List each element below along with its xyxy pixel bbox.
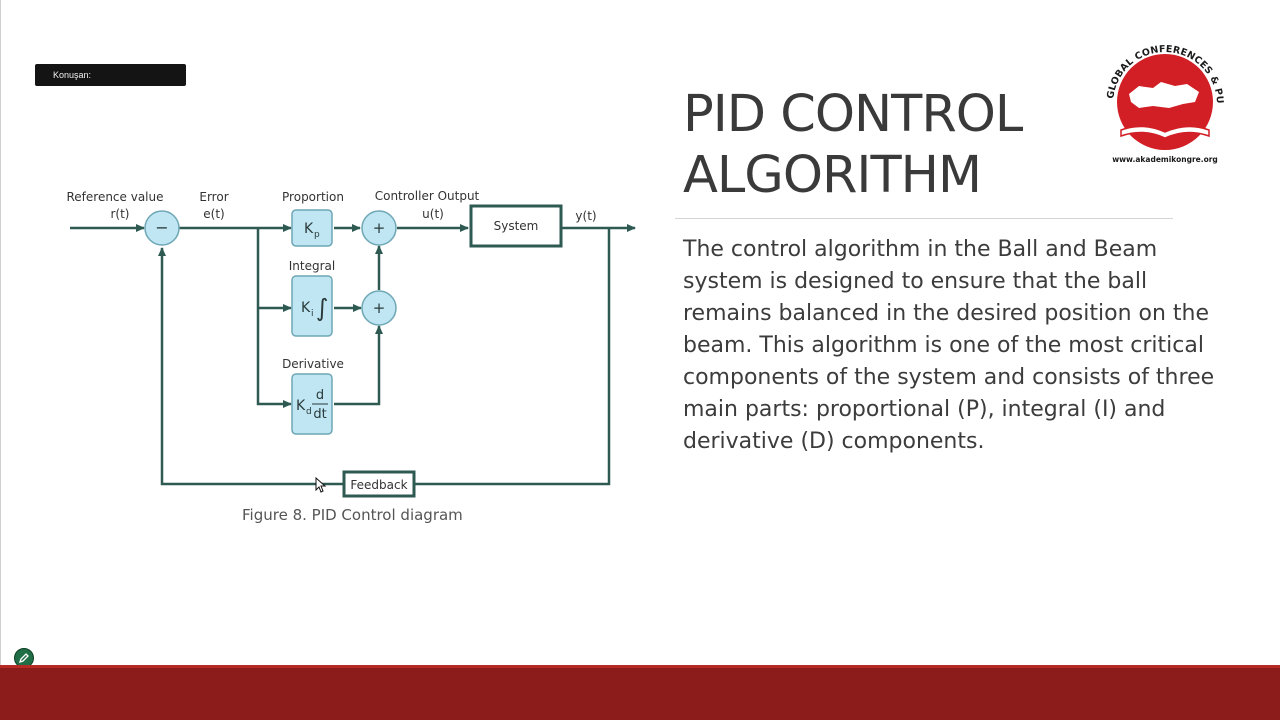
pid-diagram: − + + K p K i ∫ K d d dt xyxy=(60,180,650,500)
y-label: y(t) xyxy=(575,209,596,223)
kd-k: K xyxy=(296,398,306,414)
map-silhouette-icon xyxy=(1129,82,1199,108)
title-divider xyxy=(675,218,1173,219)
plus-sign-top: + xyxy=(373,219,386,237)
controller-output-label: Controller Output xyxy=(375,189,480,203)
ki-k: K xyxy=(301,300,311,316)
reference-label: Reference value xyxy=(66,190,163,204)
speaker-label: Konuşan: xyxy=(53,70,92,80)
error-label: Error xyxy=(199,190,228,204)
feedback-block: Feedback xyxy=(342,470,416,498)
kp-k: K xyxy=(304,221,314,237)
kp-sub: p xyxy=(314,230,320,240)
pen-icon xyxy=(18,653,29,664)
system-block: System xyxy=(469,204,563,248)
integral-junction: + xyxy=(361,290,397,326)
academy-logo: ACADEMY GLOBAL CONFERENCES & PUBLISHING … xyxy=(1090,22,1235,170)
slide-body-text: The control algorithm in the Ball and Be… xyxy=(683,237,1215,454)
signal-lines xyxy=(70,224,636,486)
frame-border xyxy=(0,0,1,665)
error-junction: − xyxy=(144,210,180,246)
ki-block: K i ∫ xyxy=(291,275,333,337)
integral-label: Integral xyxy=(289,259,335,273)
kd-block: K d d dt xyxy=(291,373,333,435)
system-label: System xyxy=(494,219,539,233)
logo-svg: ACADEMY GLOBAL CONFERENCES & PUBLISHING … xyxy=(1090,22,1225,164)
pid-diagram-svg: − + + K p K i ∫ K d d dt xyxy=(66,189,636,498)
output-junction: + xyxy=(361,210,397,246)
u-label: u(t) xyxy=(422,207,444,221)
derivative-label: Derivative xyxy=(282,357,344,371)
footer-bar xyxy=(0,665,1280,720)
logo-url: www.akademikongre.org xyxy=(1112,155,1218,164)
kd-numerator: d xyxy=(316,388,324,403)
e-label: e(t) xyxy=(203,207,224,221)
ki-integral: ∫ xyxy=(316,294,329,322)
open-book-icon xyxy=(1120,125,1210,139)
ki-sub: i xyxy=(311,309,314,319)
mouse-cursor-icon xyxy=(315,476,327,493)
footer-bar-highlight xyxy=(0,665,1280,668)
r-label: r(t) xyxy=(110,207,129,221)
kp-block: K p xyxy=(291,209,333,247)
kd-sub: d xyxy=(306,407,312,417)
feedback-label: Feedback xyxy=(350,478,407,492)
proportion-label: Proportion xyxy=(282,190,344,204)
minus-sign: − xyxy=(155,218,168,237)
kd-denominator: dt xyxy=(313,407,326,422)
plus-sign-middle: + xyxy=(373,299,386,317)
figure-caption: Figure 8. PID Control diagram xyxy=(242,506,463,524)
speaker-indicator: Konuşan: xyxy=(35,64,186,86)
slide-title: PID CONTROL ALGORITHM xyxy=(683,85,1023,205)
